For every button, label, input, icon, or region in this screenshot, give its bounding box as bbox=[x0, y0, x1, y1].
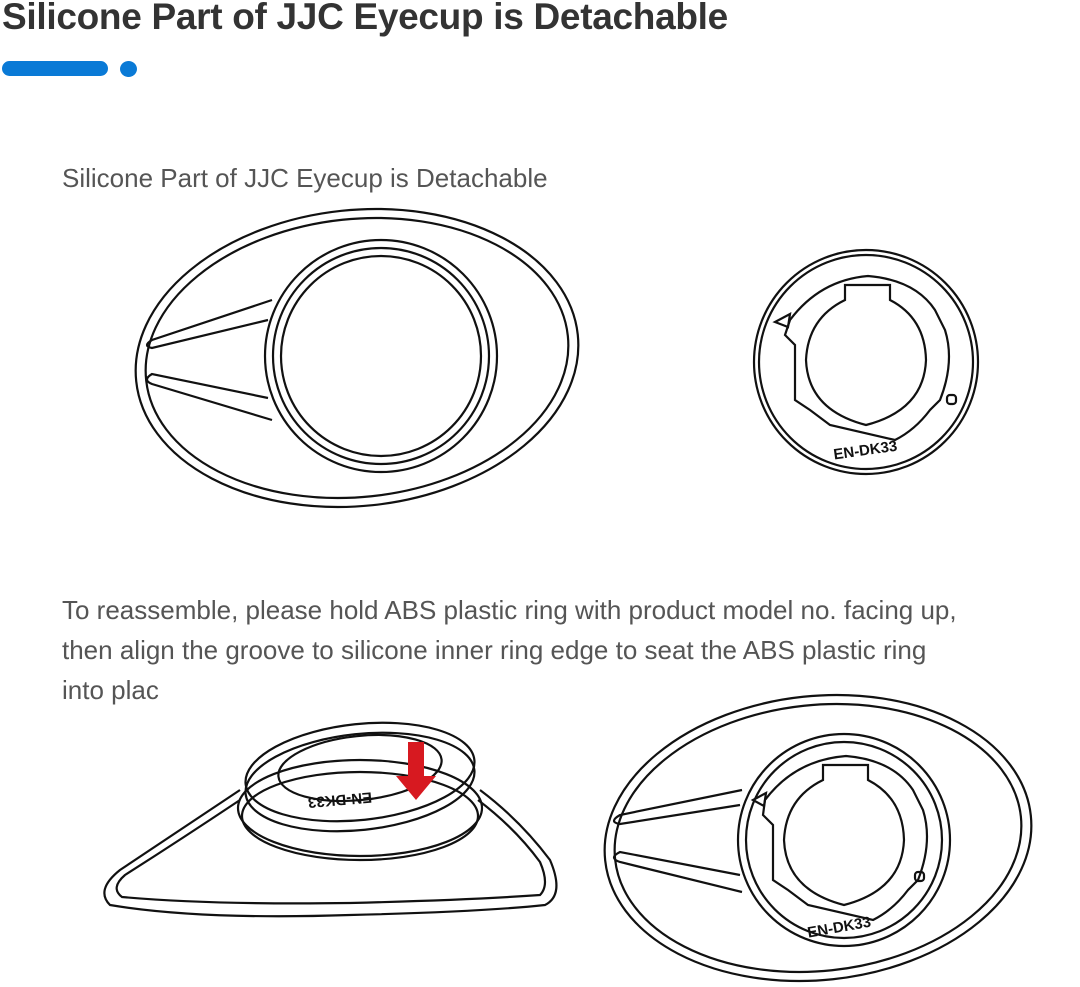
reassembly-illustration: EN-DK33 bbox=[103, 721, 558, 918]
assembled-eyecup-illustration: EN-DK33 bbox=[603, 693, 1033, 983]
instruction-line: then align the groove to silicone inner … bbox=[62, 635, 927, 665]
title-underline-bar bbox=[2, 61, 108, 76]
instruction-line: To reassemble, please hold ABS plastic r… bbox=[62, 595, 957, 625]
ring-model-label: EN-DK33 bbox=[307, 788, 372, 811]
eyecup-silicone-illustration bbox=[134, 207, 580, 509]
down-arrow-icon bbox=[396, 742, 436, 800]
section1-caption: Silicone Part of JJC Eyecup is Detachabl… bbox=[62, 163, 548, 193]
instruction-line: into plac bbox=[62, 675, 159, 705]
title-underline-dot bbox=[120, 61, 137, 77]
page-title: Silicone Part of JJC Eyecup is Detachabl… bbox=[2, 0, 728, 37]
section2-instructions: To reassemble, please hold ABS plastic r… bbox=[62, 590, 957, 710]
abs-ring-illustration: EN-DK33 bbox=[752, 248, 980, 476]
ring-model-label: EN-DK33 bbox=[832, 438, 898, 464]
